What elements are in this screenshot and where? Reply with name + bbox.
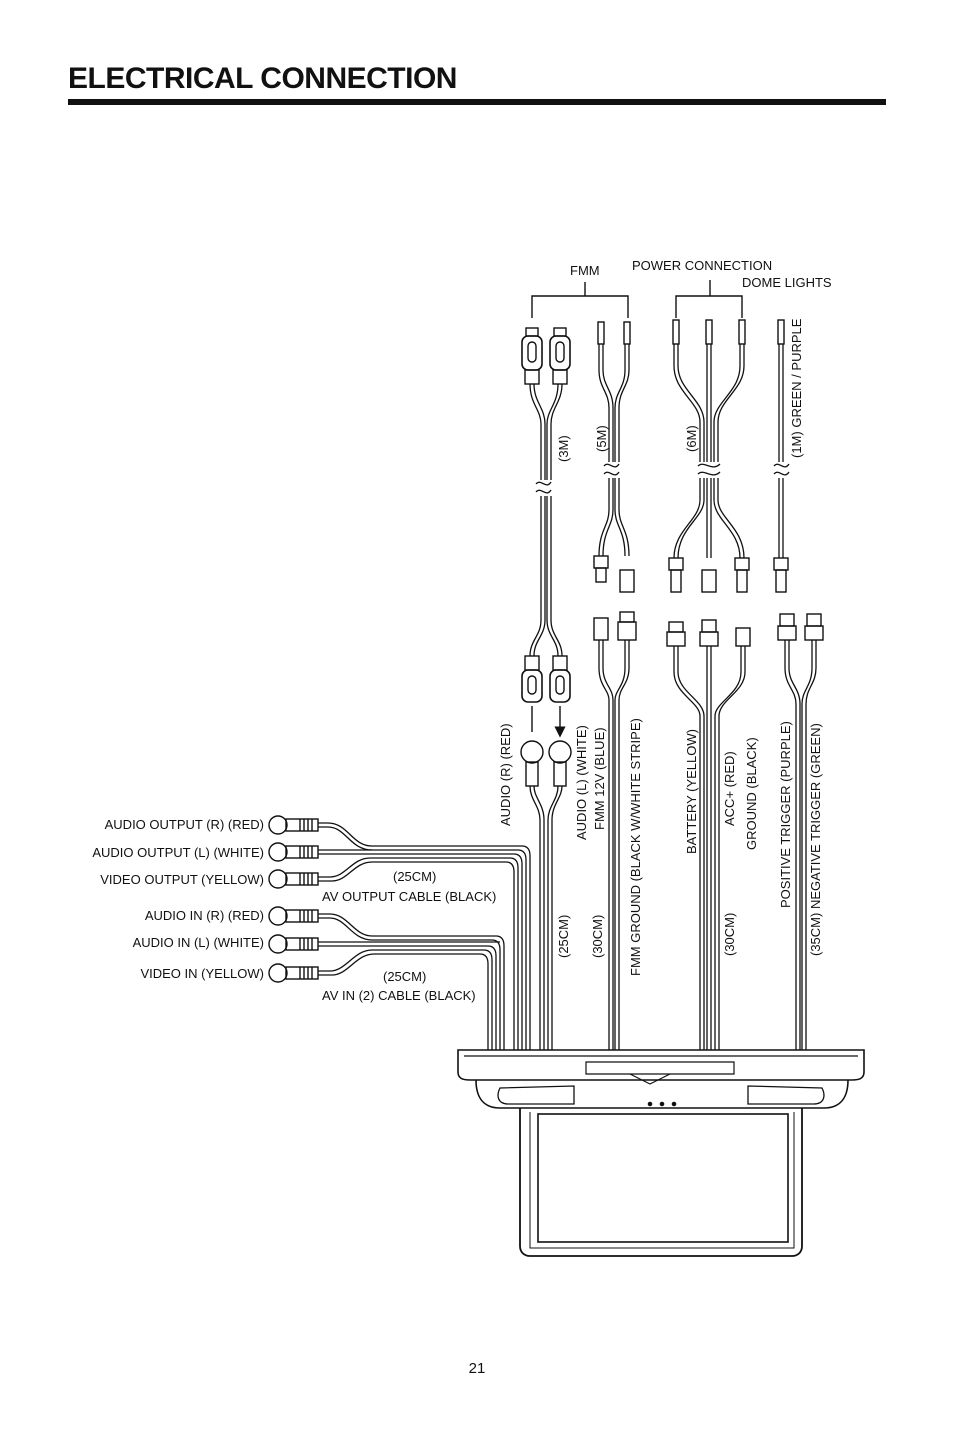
dome-extension-cable: [773, 319, 790, 593]
audio-in-r-label: AUDIO IN (R) (RED): [145, 908, 264, 923]
rca-plug-bottom-right: [549, 655, 571, 703]
monitor-leads: [598, 640, 817, 1050]
rca-plug-top-left: [521, 327, 543, 385]
monitor-audio-jacks: [520, 740, 572, 1050]
av-in-cable-label: AV IN (2) CABLE (BLACK): [322, 988, 476, 1003]
group-brackets: [531, 280, 743, 318]
fmm-12v-lead-label: FMM 12V (BLUE): [592, 727, 607, 830]
fmm-extension-length: (5M): [594, 425, 609, 452]
monitor-lead-connectors: [593, 611, 824, 647]
audio-l-lead-label: AUDIO (L) (WHITE): [574, 725, 589, 840]
fmm-ground-lead-label: FMM GROUND (BLACK W/WHITE STRIPE): [628, 718, 643, 976]
av-output-cable-label: AV OUTPUT CABLE (BLACK): [322, 889, 496, 904]
acc-lead-label: ACC+ (RED): [722, 751, 737, 826]
rca-extension-length: (3M): [556, 435, 571, 462]
fmm-lead-length: (30CM): [590, 915, 605, 958]
ground-lead-label: GROUND (BLACK): [744, 737, 759, 850]
rca-plug-top-right: [549, 327, 571, 385]
negative-trigger-lead-label: (35CM) NEGATIVE TRIGGER (GREEN): [808, 723, 823, 956]
rca-plug-bottom-left: [521, 655, 543, 703]
page-title: ELECTRICAL CONNECTION: [68, 62, 457, 95]
fmm-extension-cable: [593, 321, 635, 593]
av-output-length: (25CM): [393, 869, 436, 884]
power-lead-length: (30CM): [722, 913, 737, 956]
dome-extension-length: (1M) GREEN / PURPLE: [789, 318, 804, 458]
audio-output-r-label: AUDIO OUTPUT (R) (RED): [105, 817, 264, 832]
title-rule: [68, 99, 886, 105]
power-extension-length: (6M): [684, 425, 699, 452]
av-in-length: (25CM): [383, 969, 426, 984]
audio-lead-length: (25CM): [556, 915, 571, 958]
power-extension-cable: [668, 319, 750, 593]
av-input-cable: [268, 906, 505, 1050]
overhead-monitor: [457, 1049, 865, 1257]
positive-trigger-lead-label: POSITIVE TRIGGER (PURPLE): [778, 721, 793, 908]
av-output-cable: [268, 815, 531, 1050]
page-number: 21: [468, 1360, 486, 1377]
audio-r-lead-label: AUDIO (R) (RED): [498, 723, 513, 826]
rca-extension-cable: [521, 327, 571, 732]
video-output-label: VIDEO OUTPUT (YELLOW): [100, 872, 264, 887]
power-connection-label: POWER CONNECTION: [632, 258, 772, 273]
battery-lead-label: BATTERY (YELLOW): [684, 729, 699, 854]
dome-lights-label: DOME LIGHTS: [742, 275, 832, 290]
audio-in-l-label: AUDIO IN (L) (WHITE): [133, 935, 264, 950]
video-in-label: VIDEO IN (YELLOW): [140, 966, 264, 981]
audio-output-l-label: AUDIO OUTPUT (L) (WHITE): [92, 845, 264, 860]
fmm-label: FMM: [570, 263, 600, 278]
